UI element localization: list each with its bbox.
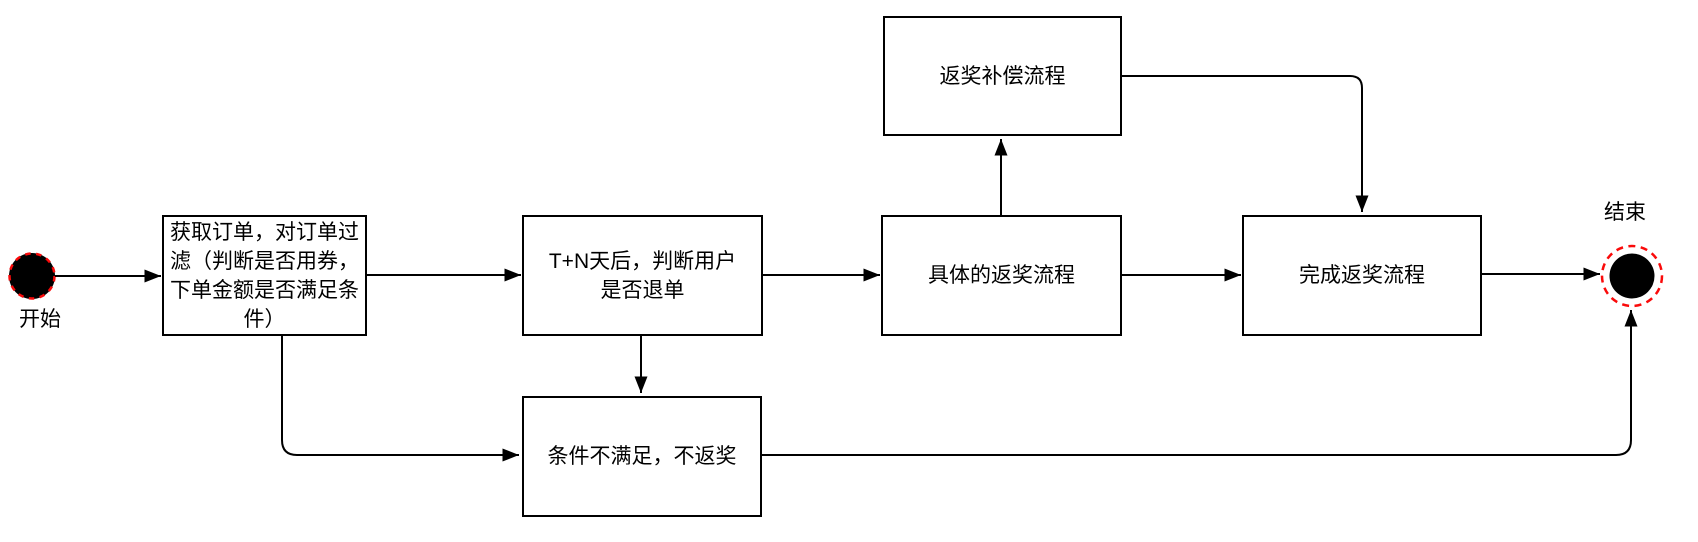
start-label: 开始	[19, 308, 61, 331]
start-node-circle	[9, 253, 55, 299]
edge-noreward-to-end	[762, 310, 1638, 456]
edge-filter-to-noreward	[281, 336, 519, 462]
end-node-dashed-ring	[1600, 244, 1664, 308]
node-reward-compensation-process: 返奖补偿流程	[883, 16, 1122, 136]
edge-compensation-to-complete	[1122, 75, 1369, 212]
node-specific-reward-process: 具体的返奖流程	[881, 215, 1122, 336]
start-node-dashed-ring	[8, 252, 56, 300]
node-get-order-filter: 获取订单，对订单过 滤（判断是否用券， 下单金额是否满足条 件）	[162, 215, 367, 336]
end-node-circle	[1609, 253, 1655, 299]
node-tn-days-check: T+N天后，判断用户 是否退单	[522, 215, 763, 336]
node-condition-not-met: 条件不满足，不返奖	[522, 396, 762, 517]
node-complete-reward-process: 完成返奖流程	[1242, 215, 1482, 336]
end-label: 结束	[1604, 201, 1646, 224]
